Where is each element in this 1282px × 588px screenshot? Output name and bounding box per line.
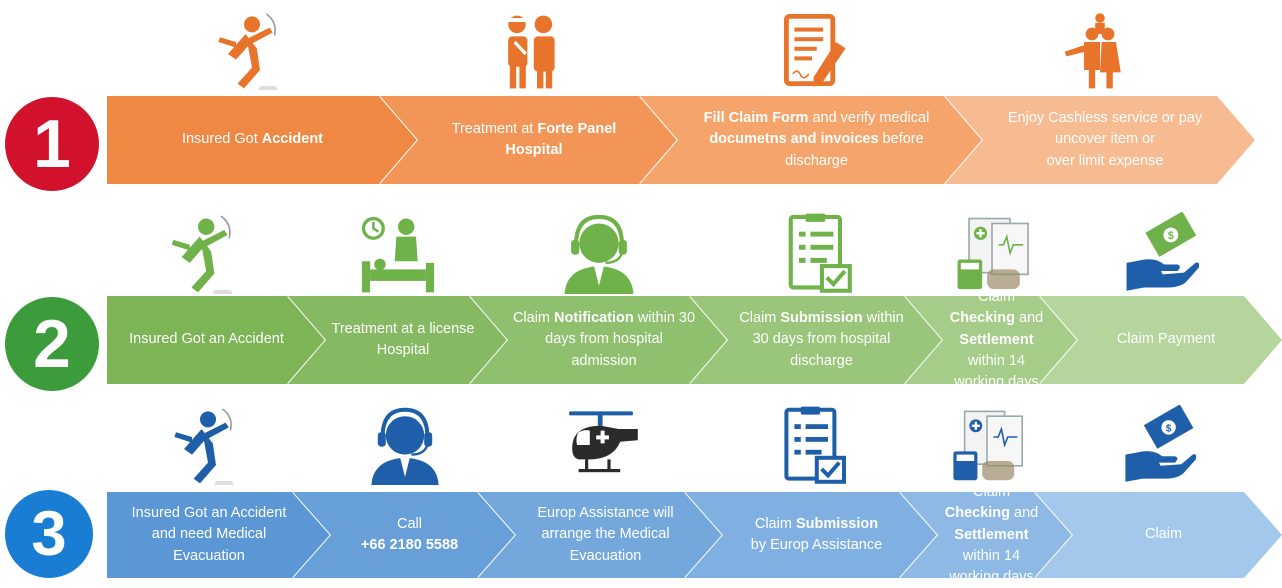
chevron-segment: [107, 96, 418, 184]
helicopter-icon: [568, 411, 638, 473]
chevron-segment: [478, 492, 723, 578]
chevron-segment: [900, 492, 1073, 578]
chevron-segment: [1035, 492, 1282, 578]
process-row-2: [107, 296, 1282, 384]
step-1-4-label: Enjoy Cashless service or pay uncover it…: [1007, 110, 1203, 169]
chevron-segment: [107, 296, 326, 384]
step-2-6-label: Claim Payment: [1116, 331, 1216, 348]
svg-text:$: $: [1168, 230, 1174, 242]
chevron-segment: [685, 492, 938, 578]
step-number-badge-3: 3: [5, 490, 93, 578]
family-icon: [1064, 13, 1121, 89]
call-agent-icon: [370, 407, 439, 485]
chevron-segment: [380, 96, 678, 184]
chevron-segment: [640, 96, 983, 184]
checklist-icon: [783, 406, 846, 484]
falling-person-icon: [217, 13, 278, 90]
chevron-segment: [288, 296, 508, 384]
money-hand-icon: $: [1126, 212, 1200, 291]
money-hand-icon: $: [1124, 405, 1196, 482]
step-number-badge-2: 2: [5, 297, 99, 391]
step-3-3-label: Europ Assistance will arrange the Medica…: [537, 505, 674, 564]
step-number-badge-1: 1: [5, 97, 99, 191]
medical-documents-icon: [957, 217, 1029, 290]
chevron-segment: [470, 296, 728, 384]
medical-documents-icon: [952, 410, 1023, 481]
process-row-3: [107, 492, 1282, 578]
process-row-1: [107, 96, 1255, 184]
step-2-3-label: Claim Notification within 30 days from h…: [512, 310, 696, 369]
chevron-segment: [905, 296, 1078, 384]
step-1-3-label: Fill Claim Form and verify medical docum…: [703, 110, 930, 169]
chevron-segment: [690, 296, 943, 384]
step-1-2-label: Treatment at Forte Panel Hospital: [451, 120, 617, 158]
chevron-segment: [107, 492, 331, 578]
chevron-segment: [293, 492, 516, 578]
step-2-2-label: Treatment at a license Hospital: [331, 320, 475, 358]
falling-person-icon: [171, 215, 232, 294]
svg-text:$: $: [1165, 423, 1171, 434]
chevron-segment: [1040, 296, 1282, 384]
injured-person-nurse-icon: [508, 15, 555, 89]
falling-person-icon: [174, 408, 234, 485]
call-agent-icon: [564, 214, 634, 294]
chevron-segment: [945, 96, 1255, 184]
checklist-icon: [788, 213, 852, 293]
step-2-4-label: Claim Submission within 30 days from hos…: [739, 310, 904, 369]
step-1-1-label: Insured Got Accident: [181, 131, 324, 148]
hospital-bed-icon: [361, 216, 435, 293]
claim-form-icon: [783, 14, 846, 87]
step-3-2-label: Call+66 2180 5588: [360, 515, 459, 553]
step-2-1-label: Insured Got an Accident: [129, 331, 284, 348]
step-3-1-label: Insured Got an Accident and need Medical…: [131, 505, 287, 564]
step-3-5-label: Claim Checking and Settlement within 14 …: [944, 484, 1039, 585]
step-2-5-label: Claim Checking and Settlement within 14 …: [949, 289, 1044, 390]
step-3-6-label: Claim: [1144, 526, 1183, 543]
